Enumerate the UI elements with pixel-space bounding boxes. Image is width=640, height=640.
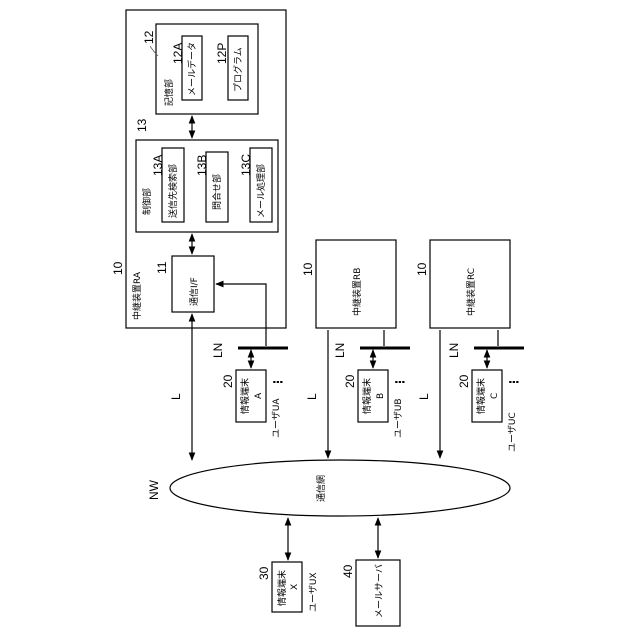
relay-device-rc: 中継装置RC — [430, 240, 510, 328]
mail-data-label: メールデータ — [186, 42, 198, 96]
ref-30: 30 — [257, 566, 271, 580]
communication-network: 通信網 — [170, 460, 510, 516]
terminal-a-label-2: A — [254, 392, 264, 399]
ref-11: 11 — [155, 261, 169, 274]
terminal-x-label-2: X — [290, 584, 300, 590]
ref-12: 12 — [142, 30, 156, 44]
mail-processing-box: メール処理部 — [250, 148, 272, 222]
program-label: プログラム — [232, 47, 244, 92]
mail-server: メールサーバ — [356, 560, 400, 626]
l-label-a: L — [169, 393, 183, 400]
ref-20-b: 20 — [343, 374, 357, 388]
network-label: 通信網 — [315, 475, 327, 502]
terminal-b-label-1: 情報端末 — [361, 378, 373, 414]
information-terminal-a: 情報端末 A — [236, 370, 266, 422]
ref-20-a: 20 — [221, 374, 235, 388]
terminal-c-label-1: 情報端末 — [475, 378, 487, 414]
nw-label: NW — [147, 479, 161, 500]
user-ux-label: ユーザUX — [308, 572, 319, 612]
ref-10-rc: 10 — [415, 262, 429, 276]
destination-search-label: 送信先検索部 — [167, 164, 179, 218]
terminal-x-label-1: 情報端末 — [276, 570, 288, 606]
ref-10-rb: 10 — [301, 262, 315, 276]
ref-10-ra: 10 — [111, 261, 125, 275]
terminal-b-label-2: B — [376, 393, 386, 399]
communication-interface: 通信I/F — [172, 256, 214, 312]
ref-12a: 12A — [171, 43, 185, 64]
relay-ra-label: 中継装置RA — [131, 271, 143, 320]
ref-20-c: 20 — [457, 374, 471, 388]
terminal-a-label-1: 情報端末 — [239, 378, 251, 414]
ref-12p: 12P — [215, 43, 229, 64]
terminal-c-label-2: C — [490, 393, 500, 399]
ref-13c: 13C — [239, 154, 253, 176]
relay-rb-label: 中継装置RB — [351, 268, 363, 316]
more-terminals-a: ⋮ — [271, 376, 285, 388]
ln-label-c: LN — [447, 343, 461, 358]
mail-data-box: メールデータ — [182, 36, 202, 100]
control-label: 制御部 — [141, 188, 153, 215]
information-terminal-c: 情報端末 C — [472, 370, 502, 422]
user-uc-label: ユーザUC — [507, 412, 518, 452]
ref-13: 13 — [135, 118, 149, 132]
information-terminal-x: 情報端末 X — [272, 562, 302, 612]
more-terminals-b: ⋮ — [393, 376, 407, 388]
inquiry-label: 問合せ部 — [211, 174, 223, 210]
program-box: プログラム — [228, 36, 248, 100]
l-label-b: L — [305, 393, 319, 400]
destination-search-box: 送信先検索部 — [162, 148, 184, 222]
ref-40: 40 — [341, 564, 355, 578]
storage-label: 記憶部 — [163, 79, 175, 106]
mail-server-label: メールサーバ — [374, 564, 385, 618]
information-terminal-b: 情報端末 B — [358, 370, 388, 422]
ref-13a: 13A — [151, 155, 165, 176]
relay-device-rb: 中継装置RB — [316, 240, 396, 328]
inquiry-box: 問合せ部 — [206, 152, 228, 222]
relay-rc-label: 中継装置RC — [465, 268, 477, 316]
mail-processing-label: メール処理部 — [255, 164, 267, 218]
user-ua-label: ユーザUA — [271, 398, 282, 438]
ln-label-b: LN — [333, 343, 347, 358]
comm-if-label: 通信I/F — [188, 277, 200, 306]
ref-13b: 13B — [195, 155, 209, 176]
more-terminals-c: ⋮ — [507, 376, 521, 388]
l-label-c: L — [417, 393, 431, 400]
ln-label-a: LN — [211, 343, 225, 358]
user-ub-label: ユーザUB — [393, 398, 404, 438]
